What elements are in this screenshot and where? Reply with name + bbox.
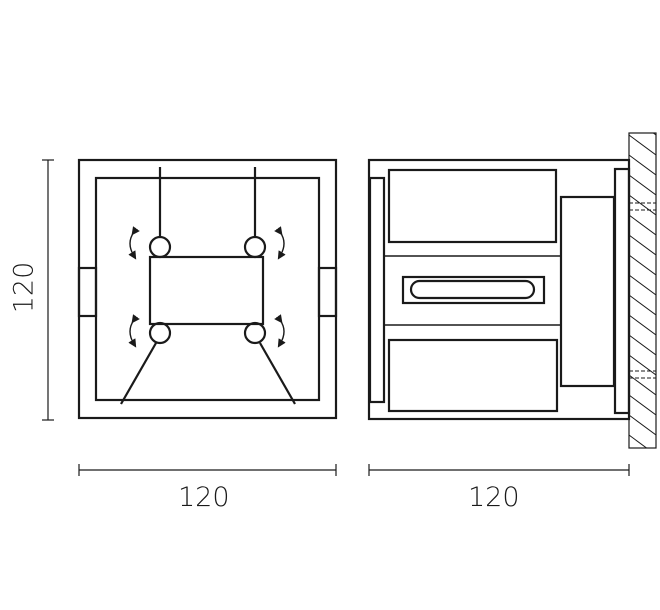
upper-housing (387, 168, 558, 244)
slot (401, 275, 546, 305)
lamp-top-right (243, 235, 267, 259)
right-tab (317, 266, 338, 318)
rotation-arrow-icons (128, 226, 286, 348)
wall-hatch (628, 132, 657, 449)
center-module (148, 255, 265, 326)
lamp-top-left (148, 235, 172, 259)
side-outer-frame (367, 158, 631, 421)
lamp-bottom-right (243, 321, 267, 345)
left-tab (77, 266, 98, 318)
lamp-bottom-left (148, 321, 172, 345)
front-view (77, 158, 338, 420)
height-dimension-label: 120 (8, 261, 40, 314)
side-depth-dimension-label: 120 (468, 482, 520, 513)
mounting-plate (613, 167, 631, 415)
driver-block (559, 195, 616, 388)
dimension-lines (42, 159, 630, 476)
front-width-dimension-label: 120 (178, 482, 230, 513)
front-inner-frame (94, 176, 321, 402)
pill-opening (409, 279, 536, 300)
front-outer-frame (77, 158, 338, 420)
side-view (367, 132, 657, 449)
lower-housing (387, 338, 559, 413)
